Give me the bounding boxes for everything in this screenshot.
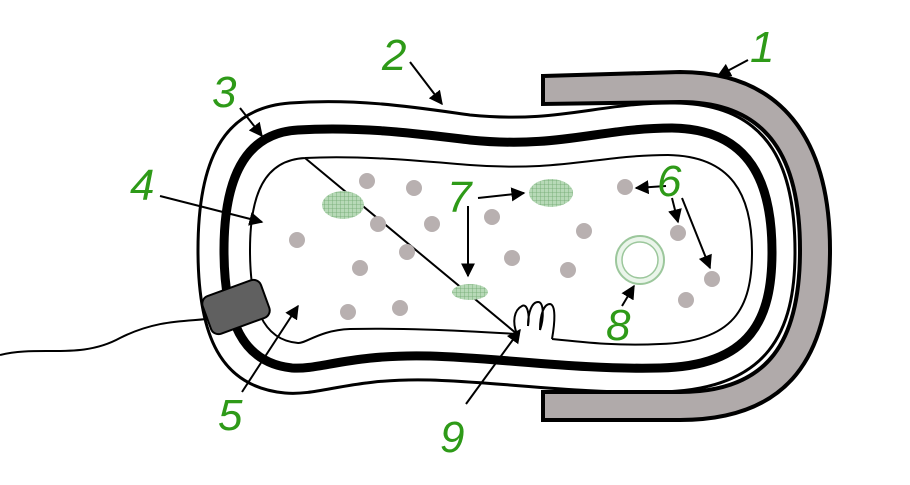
storage-granule [322,191,364,219]
ribosome [289,232,305,248]
ribosome [617,179,633,195]
storage-granules [322,179,573,300]
ribosomes [289,173,720,320]
mesosome [513,300,556,340]
label-3: 3 [212,68,237,117]
label-5: 5 [218,391,243,440]
ribosome [560,262,576,278]
flagellum [0,317,216,356]
storage-granule [529,179,573,207]
ribosome [352,260,368,276]
ribosome [392,300,408,316]
label-8: 8 [606,301,631,350]
label-9: 9 [440,413,464,462]
label-2: 2 [381,31,406,80]
ribosome [359,173,375,189]
capsule [541,69,833,422]
label-7: 7 [447,173,473,222]
ribosome [424,216,440,232]
label-1: 1 [750,23,774,72]
ribosome [370,216,386,232]
ribosome [576,223,592,239]
ribosome [704,271,720,287]
pointer-arrows [159,59,749,405]
pilus [201,278,271,336]
plasma-membrane [248,153,754,346]
ribosome [406,180,422,196]
number-labels: 1 2 3 4 5 6 7 8 9 [130,23,774,462]
ribosome [670,225,686,241]
label-6: 6 [657,157,682,206]
ribosome [399,244,415,260]
ribosome [484,209,500,225]
ribosome [340,304,356,320]
ribosome [678,292,694,308]
storage-granule [452,284,488,300]
label-4: 4 [130,161,154,210]
ribosome [504,250,520,266]
vacuole [615,235,665,285]
